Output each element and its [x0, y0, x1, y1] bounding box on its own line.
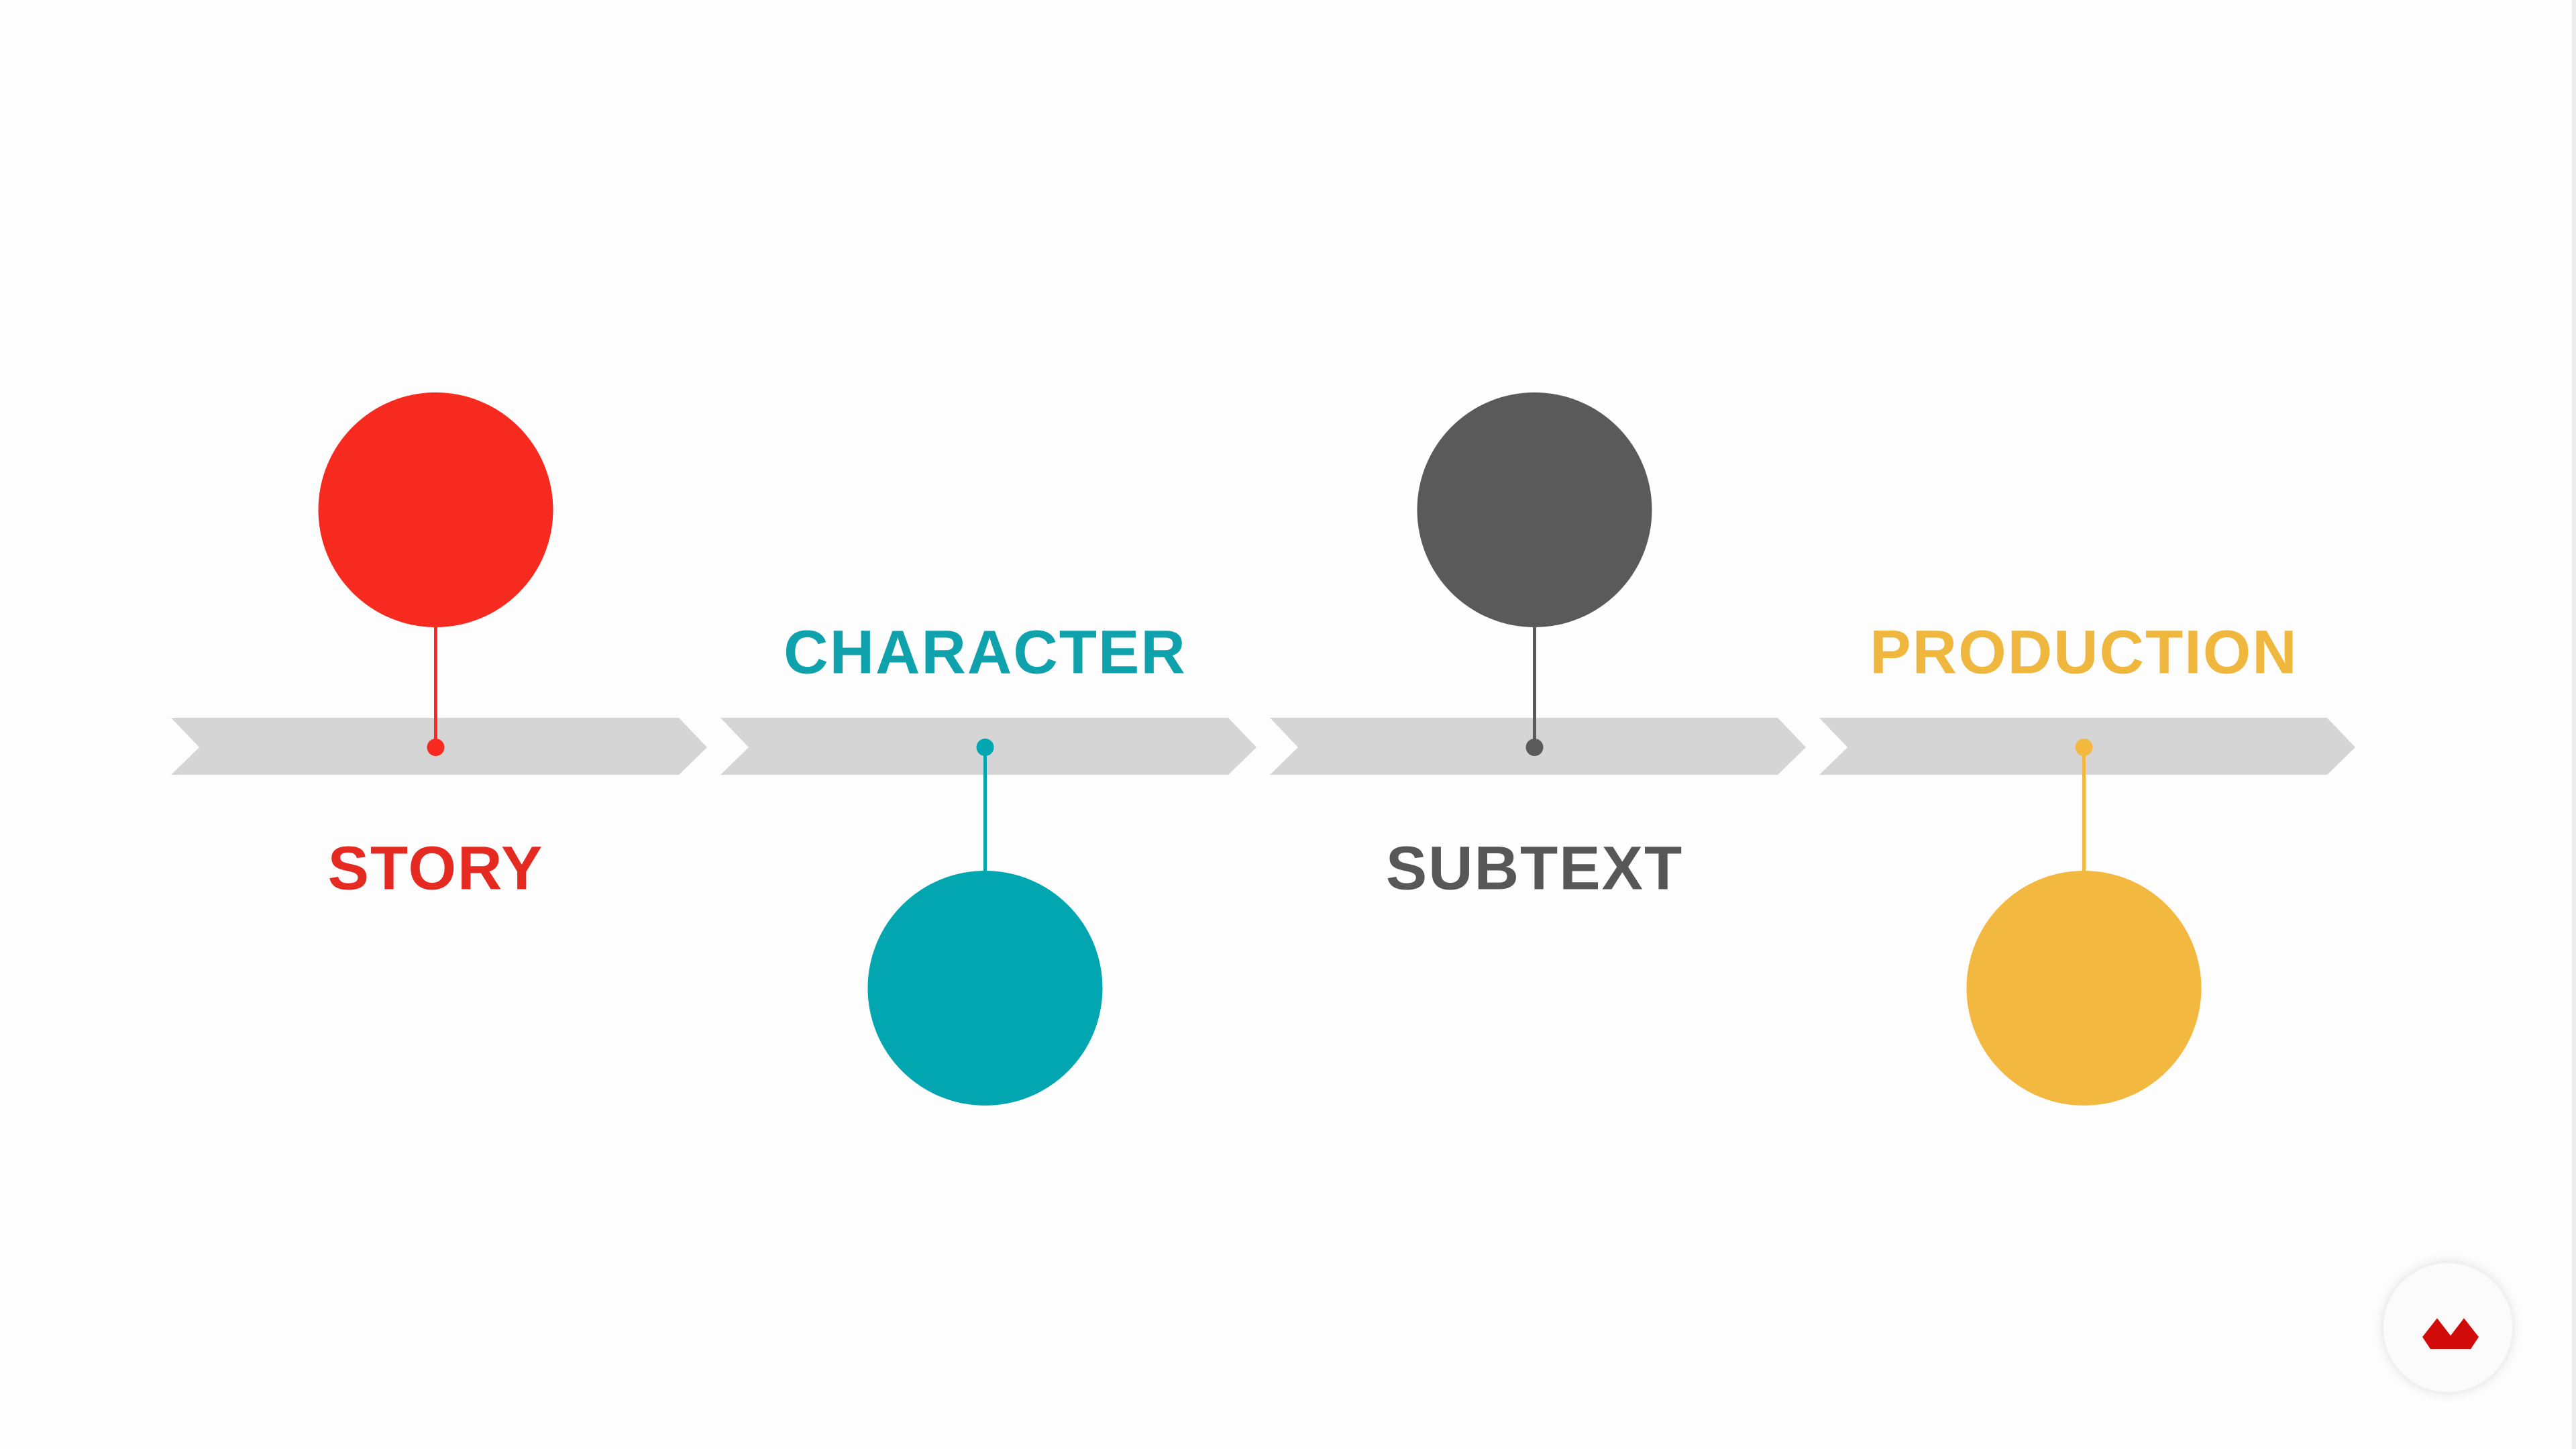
milestone-dot — [2075, 739, 2093, 756]
brand-badge[interactable] — [2381, 1260, 2515, 1395]
stage-character: CHARACTER — [720, 618, 1256, 1106]
stage-story: STORY — [171, 392, 707, 902]
milestone-dot — [427, 739, 445, 756]
stage-subtext: SUBTEXT — [1270, 392, 1806, 902]
milestone-circle — [1417, 392, 1652, 627]
stage-label: CHARACTER — [784, 618, 1187, 686]
stage-label: SUBTEXT — [1386, 834, 1683, 902]
milestone-circle — [318, 392, 553, 627]
stage-label: PRODUCTION — [1870, 618, 2298, 686]
milestone-circle — [867, 871, 1103, 1106]
frame-edge — [2572, 0, 2576, 1449]
milestone-dot — [976, 739, 994, 756]
brand-logo-icon — [2422, 1318, 2479, 1349]
milestone-circle — [1966, 871, 2202, 1106]
stage-label: STORY — [328, 834, 544, 902]
stage-production: PRODUCTION — [1819, 618, 2355, 1106]
milestone-dot — [1525, 739, 1544, 756]
